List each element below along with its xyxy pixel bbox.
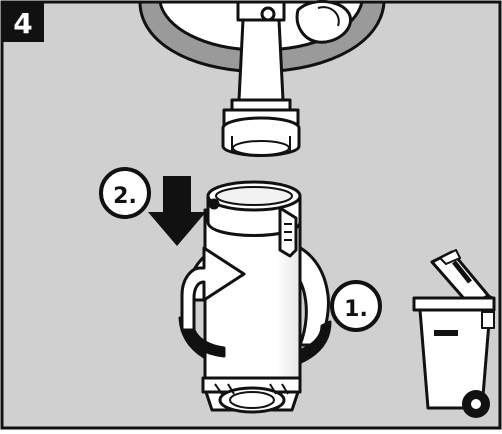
callout-push: 2.: [99, 167, 151, 219]
crossed-out-bin-icon: [412, 249, 496, 418]
step-badge: 4: [2, 2, 44, 42]
rotate-arrow-front: [180, 246, 246, 358]
callout-rotate-label: 1.: [344, 297, 368, 322]
step-number: 4: [13, 7, 32, 40]
callout-push-label: 2.: [113, 184, 137, 209]
filter-cartridge: [201, 180, 302, 414]
callout-rotate: 1.: [330, 280, 382, 332]
push-down-arrow: [148, 176, 206, 246]
filter-housing-top: [138, 0, 386, 157]
